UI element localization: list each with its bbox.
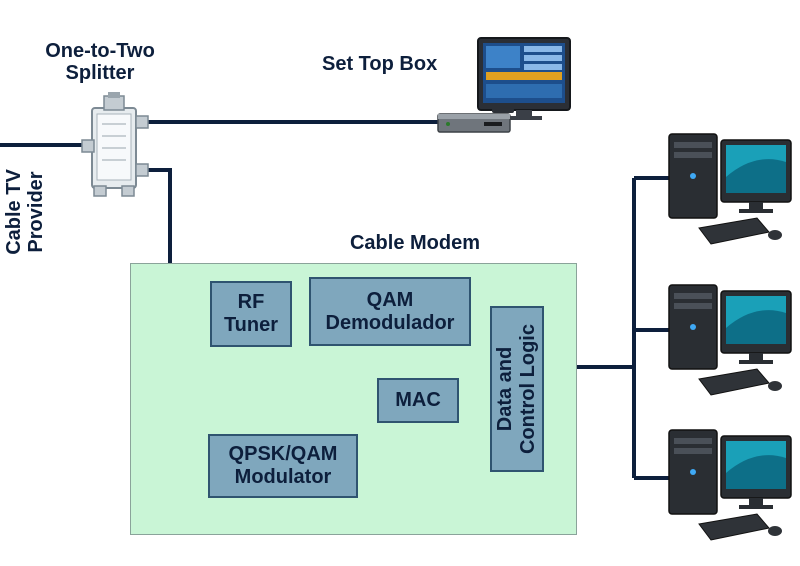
rf-tuner-label-line2: Tuner	[223, 314, 279, 336]
computer-icon	[668, 133, 792, 245]
rf-tuner-label-line1: RF	[237, 291, 265, 313]
splitter-label-line1: One-to-Two	[45, 40, 155, 62]
cable-provider-label: Cable TV Provider	[3, 147, 47, 277]
qam-demod-label-line2: Demodulador	[325, 311, 455, 334]
set-top-box-label: Set Top Box	[322, 53, 438, 75]
provider-label-line2: Provider	[25, 171, 47, 253]
data-control-label: Data and Control Logic	[494, 306, 540, 472]
cable-modem-label: Cable Modem	[349, 232, 481, 254]
modulator-label-line2: Modulator	[234, 466, 332, 488]
mac-block: MAC	[377, 378, 459, 423]
provider-label-line1: Cable TV	[3, 169, 25, 255]
splitter-label: One-to-Two Splitter	[20, 40, 180, 84]
mac-label: MAC	[395, 389, 441, 411]
data-control-logic-block: Data and Control Logic	[490, 306, 544, 472]
splitter-icon	[81, 92, 149, 197]
data-control-label-line2: Control Logic	[517, 324, 539, 454]
computer-icon	[668, 429, 792, 541]
modulator-label-line1: QPSK/QAM	[228, 443, 338, 465]
data-control-label-line1: Data and	[494, 346, 516, 432]
qam-demod-label-line1: QAM	[366, 288, 414, 311]
set-top-box-icon	[437, 37, 571, 133]
splitter-label-line2: Splitter	[65, 62, 135, 84]
computer-icon	[668, 284, 792, 396]
